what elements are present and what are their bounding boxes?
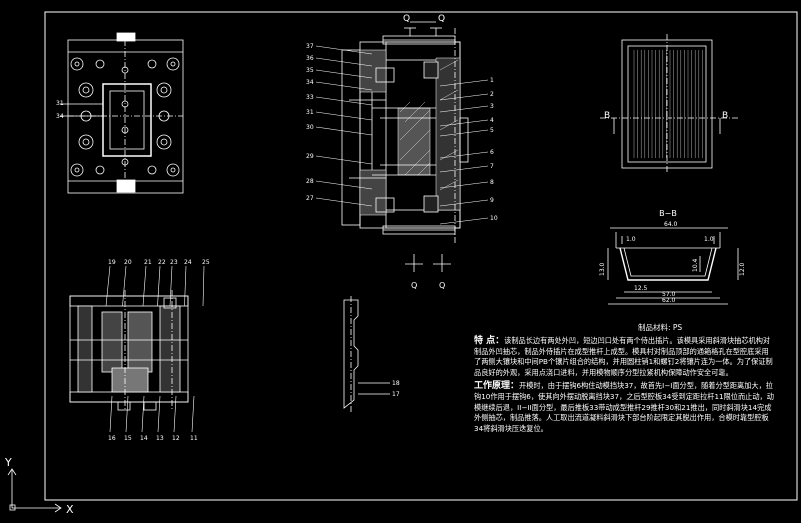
main-section-view xyxy=(341,28,469,244)
callout-left-label: 28 xyxy=(306,178,314,185)
top-q-right: Q xyxy=(438,14,445,24)
material-label: 制品材料: PS xyxy=(638,322,682,332)
ucs-axis-icon xyxy=(7,468,62,513)
dim-bottom3: 62.0 xyxy=(662,297,676,304)
principle-text: 开模时，由于摆钩6构住动模挡块37，故首先I−I面分型，随着分型距离加大，拉钩1… xyxy=(474,381,774,433)
callout-lower-top-label: 23 xyxy=(170,259,178,266)
callout-right-label: 7 xyxy=(490,163,494,170)
section-title: B−B xyxy=(659,209,677,218)
callout-lower-bottom-label: 14 xyxy=(140,435,148,442)
callout-lower-bottom-label: 12 xyxy=(172,435,180,442)
lower-section-view xyxy=(69,290,189,411)
callout-left-label: 36 xyxy=(306,55,314,62)
callout-right-label: 3 xyxy=(490,103,494,110)
callout-right-label: 1 xyxy=(490,77,494,84)
bb-section xyxy=(607,227,739,305)
callout-lower-bottom-label: 13 xyxy=(156,435,164,442)
top-q-markers xyxy=(404,21,442,36)
top-q-left: Q xyxy=(403,14,410,24)
dim-h2: 1.0 xyxy=(704,236,714,243)
principle-paragraph: 工作原理：开模时，由于摆钩6构住动模挡块37，故首先I−I面分型，随着分型距离加… xyxy=(474,381,774,434)
callout-left-label: 35 xyxy=(306,67,314,74)
callout-right-label: 4 xyxy=(490,117,494,124)
plan-label-34: 34 xyxy=(56,113,64,120)
dim-width-top: 64.0 xyxy=(664,221,678,228)
drawing-frame xyxy=(44,11,798,501)
callout-lower-bottom-label: 15 xyxy=(124,435,132,442)
dim-h1: 1.0 xyxy=(626,236,636,243)
side-label-18: 18 xyxy=(392,380,400,387)
section-mark-right: B xyxy=(722,111,728,121)
side-part-view xyxy=(343,296,390,412)
callout-right-label: 9 xyxy=(490,197,494,204)
callout-left-label: 37 xyxy=(306,43,314,50)
section-mark-left: B xyxy=(604,111,610,121)
plan-label-31: 31 xyxy=(56,100,64,107)
side-label-17: 17 xyxy=(392,391,400,398)
callout-left-label: 30 xyxy=(306,124,314,131)
callout-lower-top-label: 19 xyxy=(108,259,116,266)
plan-view xyxy=(60,32,184,194)
callout-left-label: 34 xyxy=(306,79,314,86)
dim-mid: 10.4 xyxy=(692,258,699,272)
bottom-q-left: Q xyxy=(411,281,417,290)
callout-right-label: 2 xyxy=(490,91,494,98)
callout-left-label: 33 xyxy=(306,94,314,101)
callout-right-label: 6 xyxy=(490,149,494,156)
right-callouts: 1 2 3 4 5 6 7 8 9 10 xyxy=(439,77,498,225)
bottom-q-right: Q xyxy=(439,281,445,290)
feature-heading: 特 点： xyxy=(474,336,505,346)
callout-left-label: 27 xyxy=(306,195,314,202)
left-callouts: 37 36 35 34 33 31 30 29 28 27 xyxy=(306,43,373,207)
callout-right-label: 10 xyxy=(490,215,498,222)
dim-left-height: 13.0 xyxy=(599,262,606,276)
callout-left-label: 29 xyxy=(306,153,314,160)
dim-bottom1: 12.5 xyxy=(634,285,648,292)
principle-heading: 工作原理： xyxy=(474,381,520,392)
callout-right-label: 5 xyxy=(490,127,494,134)
callout-lower-top-label: 22 xyxy=(158,259,166,266)
callout-lower-top-label: 20 xyxy=(124,259,132,266)
feature-text: 该制品长边有两处外凹，短边凹口处有两个侍出插片。该模具采用斜滑块抽芯机构对制品外… xyxy=(474,336,773,377)
callout-right-label: 8 xyxy=(490,179,494,186)
dim-right-height: 12.0 xyxy=(739,262,746,276)
bottom-q-markers xyxy=(405,254,451,272)
callout-left-label: 31 xyxy=(306,109,314,116)
axis-x-label: X xyxy=(66,503,74,516)
callout-lower-bottom-label: 16 xyxy=(108,435,116,442)
callout-lower-top-label: 24 xyxy=(184,259,192,266)
description-block: 特 点：该制品长边有两处外凹，短边凹口处有两个侍出插片。该模具采用斜滑块抽芯机构… xyxy=(474,336,774,434)
callout-lower-bottom-label: 11 xyxy=(190,435,198,442)
dim-bottom2: 57.0 xyxy=(662,291,676,298)
axis-y-label: Y xyxy=(4,456,12,469)
callout-lower-top-label: 21 xyxy=(144,259,152,266)
feature-paragraph: 特 点：该制品长边有两处外凹，短边凹口处有两个侍出插片。该模具采用斜滑块抽芯机构… xyxy=(474,336,774,378)
part-plan-view xyxy=(600,34,740,174)
callout-lower-top-label: 25 xyxy=(202,259,210,266)
lower-callouts: 19 20 21 22 23 24 25 16 15 14 13 12 11 xyxy=(105,259,210,442)
